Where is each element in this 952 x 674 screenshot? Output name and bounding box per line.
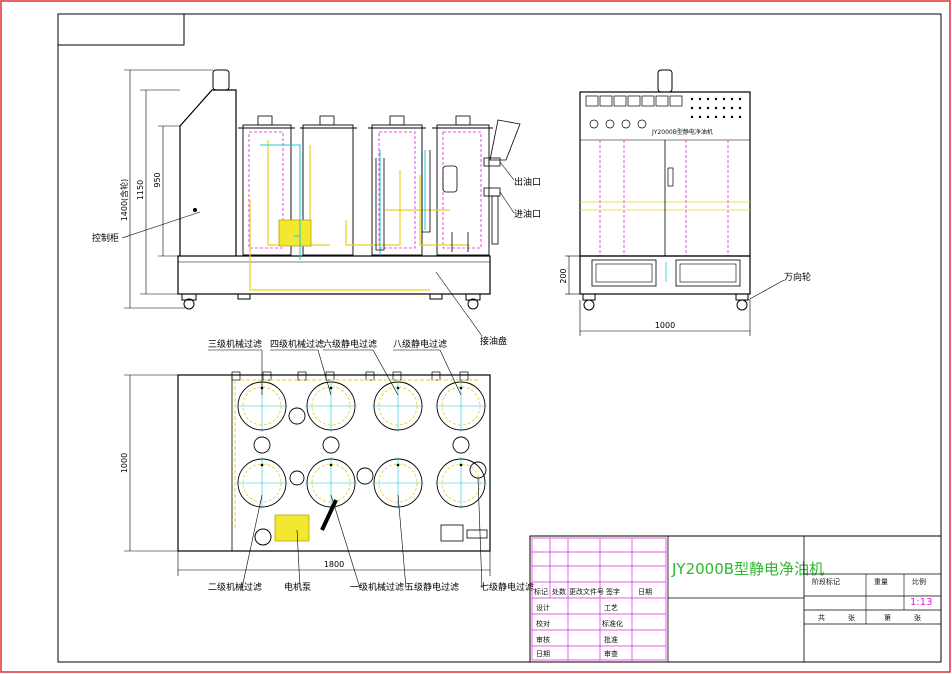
dim-length: 1800 (324, 560, 344, 569)
top-view: 1000 1800 三级机械过滤 四级机械过滤 六级静电过滤 八级静电过滤 二级… (120, 338, 534, 593)
tb-standard-label: 标准化 (602, 619, 623, 628)
callout-stage-7: 七级静电过滤 (480, 581, 534, 593)
title-block: 标记 处数 更改文件号 签字 日期 设计 工艺 校对 标准化 审核 批准 日期 … (529, 535, 942, 663)
dim-width: 1000 (655, 321, 675, 330)
tb-review-label: 审核 (536, 635, 550, 644)
tb-checker-label: 校对 (536, 619, 550, 628)
callout-stage-5: 五级静电过滤 (405, 581, 459, 593)
callout-stage-4: 四级机械过滤 (270, 338, 324, 350)
callout-stage-2: 二级机械过滤 (208, 581, 262, 593)
drawing-frame (57, 13, 942, 663)
callout-motor-pump: 电机泵 (284, 581, 311, 593)
tb-weight-label: 重量 (874, 578, 888, 586)
dim-overall-height: 1400(含轮) (119, 179, 129, 222)
tb-approve-label: 批准 (604, 635, 618, 644)
control-cabinet (179, 89, 237, 256)
callout-caster: 万向轮 (784, 271, 811, 283)
callout-stage-3: 三级机械过滤 (208, 338, 262, 350)
tb-audit-label: 审查 (604, 649, 618, 658)
tb-head-date: 日期 (638, 588, 652, 596)
filter-discs (236, 380, 487, 509)
motor-pump-icon (274, 514, 310, 542)
tb-sheet-label: 张 (914, 613, 921, 622)
dim-base-height: 200 (559, 268, 568, 283)
tb-head-doc: 更改文件号 (569, 587, 604, 596)
callout-control-cabinet: 控制柜 (92, 232, 119, 244)
tb-scale-value: 1:13 (910, 597, 932, 608)
drawing-title: JY2000B型静电净油机 (671, 560, 824, 578)
warning-lamp-icon (657, 69, 673, 93)
tb-scale-label: 比例 (912, 577, 926, 586)
dim-950: 950 (153, 172, 162, 187)
tb-stage-label: 阶段标记 (812, 577, 840, 586)
callout-stage-6: 六级静电过滤 (323, 338, 377, 350)
tb-head-sign: 签字 (606, 587, 620, 596)
side-panel-title: JY2000B型静电净油机 (651, 128, 713, 136)
tb-total-label: 共 (818, 613, 825, 622)
callout-oil-outlet: 出油口 (514, 176, 541, 188)
callout-oil-inlet: 进油口 (514, 208, 541, 220)
callout-stage-1: 一级机械过滤 (350, 581, 404, 593)
tb-sheets-label: 张 (848, 613, 855, 622)
dim-depth: 1000 (120, 453, 129, 473)
warning-lamp-icon (212, 69, 230, 91)
tb-head-mark: 标记 (534, 587, 548, 596)
meter-panel (585, 95, 683, 129)
tb-designer-label: 设计 (536, 603, 550, 612)
oil-tray-frame (177, 255, 491, 295)
drawing-code-box (57, 13, 185, 46)
side-base (579, 255, 751, 295)
tb-date-label: 日期 (536, 650, 550, 658)
motor-pump-icon (278, 219, 312, 247)
door-handle-icon (667, 167, 674, 187)
callout-oil-tray: 接油盘 (480, 335, 507, 347)
tb-head-count: 处数 (552, 587, 566, 596)
callout-stage-8: 八级静电过滤 (393, 338, 447, 350)
tb-process-label: 工艺 (604, 604, 618, 612)
top-frame (177, 374, 491, 552)
side-view: JY2000B型静电净油机 (559, 69, 811, 336)
front-view: 1400(含轮) 1150 950 控制柜 出油口 进油口 接油盘 (92, 69, 541, 347)
caster-icon (181, 293, 481, 310)
tb-sheet-no-label: 第 (884, 613, 891, 622)
caster-icon (582, 293, 749, 311)
dim-1150: 1150 (136, 180, 145, 200)
